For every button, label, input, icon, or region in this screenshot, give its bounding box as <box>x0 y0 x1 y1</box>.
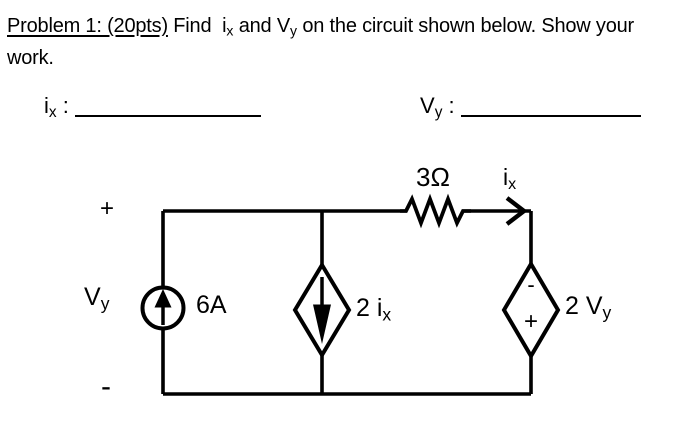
current-source-value-label: 6A <box>196 291 227 319</box>
vy-voltage-symbol: V <box>84 283 101 311</box>
problem-statement-line2: work. <box>7 46 54 69</box>
ix-symbol: i <box>222 15 227 37</box>
dep-voltage-coeff: 2 <box>565 292 586 320</box>
vy-symbol: V <box>276 15 290 37</box>
ix-subscript: x <box>226 22 234 39</box>
problem-statement-line1: Problem 1: (20pts) Find ix and Vy on the… <box>7 13 634 45</box>
dep-current-coeff: 2 <box>356 294 377 322</box>
problem-title: Problem 1: (20pts) <box>7 15 168 37</box>
problem-statement: Problem 1: (20pts) Find ix and Vy on the… <box>7 13 634 72</box>
dependent-voltage-source-label: 2 Vy <box>565 292 611 323</box>
vy-polarity-plus: + <box>100 195 115 222</box>
vy-answer-row: Vy : <box>420 93 641 122</box>
statement-rest: on the circuit shown below. Show your <box>296 15 635 37</box>
dep-voltage-symbol: V <box>585 292 603 320</box>
dep-current-subscript: x <box>382 304 392 325</box>
vy-answer-subscript: y <box>434 103 443 121</box>
ix-answer-colon: : <box>56 93 75 118</box>
current-direction-arrow-icon <box>505 196 528 226</box>
dep-voltage-polarity-plus: + <box>523 308 538 335</box>
branch-current-subscript: x <box>508 175 517 194</box>
statement-and: and <box>233 15 277 37</box>
dependent-voltage-source-diamond-icon <box>501 260 561 360</box>
ix-answer-row: ix : <box>44 93 261 122</box>
dep-current-symbol: i <box>376 294 383 322</box>
statement-find: Find <box>167 15 223 37</box>
branch-current-label: ix <box>503 164 516 194</box>
vy-answer-blank-line <box>460 95 641 117</box>
dep-voltage-polarity-minus: - <box>527 272 535 297</box>
resistor-zigzag-icon <box>400 193 471 229</box>
ix-answer-subscript: x <box>48 103 57 121</box>
dependent-current-source-label: 2 ix <box>356 294 391 325</box>
vy-voltage-label: Vy <box>84 283 109 314</box>
ix-answer-label: i <box>44 93 49 118</box>
vy-voltage-subscript: y <box>100 293 110 314</box>
vy-answer-colon: : <box>442 93 461 118</box>
branch-current-symbol: i <box>503 164 509 190</box>
dependent-current-source-arrowhead-icon <box>313 304 331 344</box>
vy-polarity-minus: - <box>101 370 111 403</box>
circuit-wires <box>161 209 533 396</box>
resistor-value-label: 3Ω <box>416 162 450 192</box>
dep-voltage-subscript: y <box>602 302 612 323</box>
ix-answer-blank-line <box>74 95 261 117</box>
current-source-arrowhead-icon <box>154 289 172 308</box>
vy-answer-label: V <box>420 93 435 118</box>
vy-subscript: y <box>289 22 297 39</box>
